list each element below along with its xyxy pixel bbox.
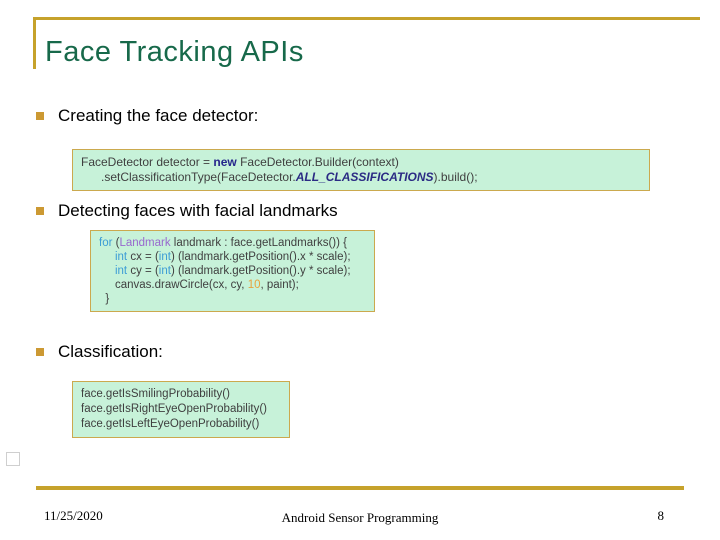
code-line: canvas.drawCircle(cx, cy, 10, paint);	[99, 279, 299, 291]
code-line: int cx = (int) (landmark.getPosition().x…	[114, 251, 351, 263]
bullet-item-detecting-landmarks: Detecting faces with facial landmarks	[36, 201, 338, 221]
bullet-square-icon	[36, 112, 44, 120]
title-accent-bar	[33, 17, 36, 69]
bullet-label: Detecting faces with facial landmarks	[58, 201, 338, 220]
code-line: face.getIsLeftEyeOpenProbability()	[81, 418, 260, 430]
bullet-label: Classification:	[58, 342, 163, 361]
code-line: }	[99, 293, 110, 305]
code-line: for (Landmark landmark : face.getLandmar…	[99, 237, 348, 249]
top-accent-rule	[33, 17, 700, 20]
page-title: Face Tracking APIs	[45, 36, 304, 68]
code-block-classification: face.getIsSmilingProbability() face.getIs…	[72, 381, 290, 438]
corner-square-decoration	[6, 452, 20, 466]
code-line: face.getIsRightEyeOpenProbability()	[81, 403, 268, 415]
footer-accent-rule	[36, 486, 684, 490]
code-line: face.getIsSmilingProbability()	[81, 388, 230, 400]
footer-page-number: 8	[657, 508, 665, 523]
bullet-square-icon	[36, 207, 44, 215]
bullet-item-classification: Classification:	[36, 342, 163, 362]
bullet-item-creating-detector: Creating the face detector:	[36, 106, 258, 126]
footer-course-title: Android Sensor Programming	[281, 510, 439, 525]
footer-date: 11/25/2020	[44, 508, 103, 523]
bullet-square-icon	[36, 348, 44, 356]
bullet-label: Creating the face detector:	[58, 106, 259, 125]
code-block-landmarks-loop: for (Landmark landmark : face.getLandmar…	[90, 230, 375, 312]
code-block-create-detector: FaceDetector detector = new FaceDetector…	[72, 149, 650, 191]
code-line: FaceDetector detector = new FaceDetector…	[81, 155, 399, 169]
code-line: .setClassificationType(FaceDetector.ALL_…	[81, 170, 478, 184]
code-line: int cy = (int) (landmark.getPosition().y…	[114, 265, 351, 277]
